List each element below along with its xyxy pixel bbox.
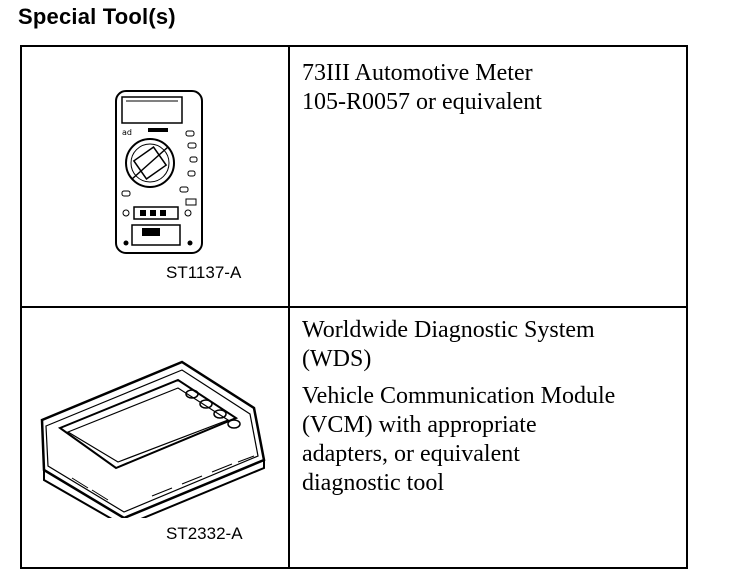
description-line: 105-R0057 or equivalent [302,89,542,115]
special-tools-table: ad [20,45,688,569]
tool-row-diagnostic: ST2332-A Worldwide Diagnostic System (WD… [22,308,686,567]
description-line: (VCM) with appropriate [302,412,537,438]
tool-code: ST1137-A [166,263,242,282]
description-line: Vehicle Communication Module [302,383,616,409]
tool-image-cell: ad [22,47,290,306]
tool-code: ST2332-A [166,524,243,543]
multimeter-icon: ad [115,90,203,254]
description-line: adapters, or equivalent [302,441,520,467]
diagnostic-tablet-icon [40,360,266,518]
tool-image-cell: ST2332-A [22,308,290,567]
tool-description: Worldwide Diagnostic System (WDS) Vehicl… [290,308,686,567]
tool-description: 73III Automotive Meter 105-R0057 or equi… [290,47,686,306]
description-line: (WDS) [302,346,372,372]
description-line: Worldwide Diagnostic System [302,317,595,343]
tool-row-meter: ad [22,47,686,308]
description-line: 73III Automotive Meter [302,60,533,86]
svg-text:ad: ad [122,128,132,137]
section-heading: Special Tool(s) [18,4,176,29]
description-line: diagnostic tool [302,470,444,496]
